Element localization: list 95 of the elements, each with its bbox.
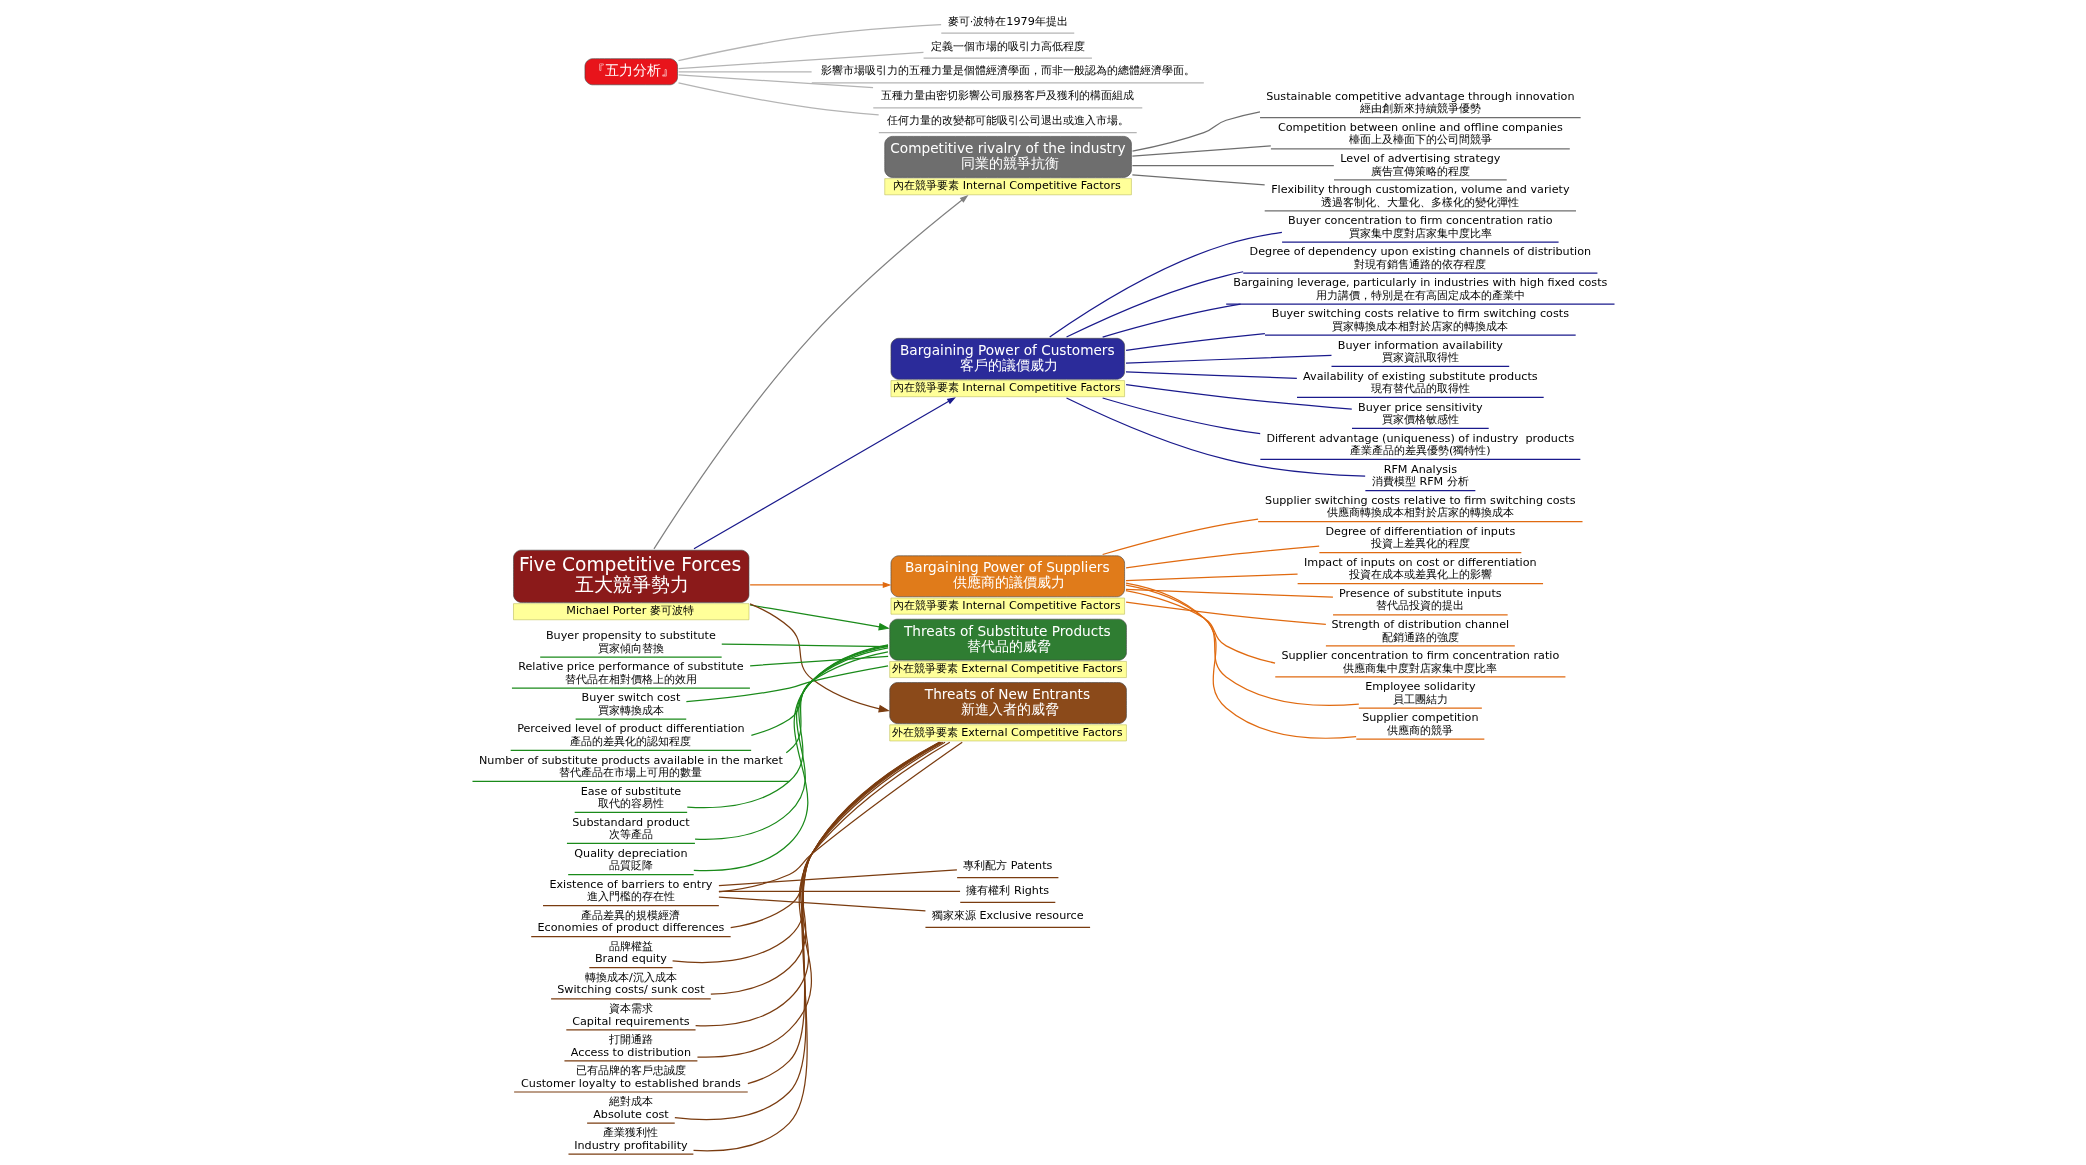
node-text: Competition between online and offline companies 檯面上及檯面下的公司間競爭 bbox=[1277, 121, 1563, 147]
node-text: Different advantage (uniqueness) of industry products 產業產品的差異優勢(獨特性) bbox=[1265, 431, 1574, 458]
connector bbox=[677, 51, 924, 70]
node-text: 定義一個市場的吸引力高低程度 bbox=[930, 39, 1085, 53]
connector bbox=[1124, 588, 1334, 598]
node-text: Sustainable competitive advantage through innovation 經由創新來持續競爭優勢 bbox=[1265, 89, 1575, 116]
node-text: 絕對成本 Absolute cost bbox=[592, 1095, 669, 1121]
connector bbox=[1124, 333, 1265, 351]
node-text: Buyer switching costs relative to firm switching costs 買家轉換成本相對於店家的轉換成本 bbox=[1271, 307, 1569, 333]
node-text: Supplier concentration to firm concentration ratio 供應商集中度對店家集中度比率 bbox=[1280, 649, 1559, 675]
node-text: Quality depreciation 品質貶降 bbox=[573, 846, 688, 873]
connector bbox=[685, 665, 889, 703]
connector bbox=[785, 647, 889, 754]
connector bbox=[1124, 545, 1320, 569]
arrow bbox=[652, 194, 968, 550]
node-text: Supplier switching costs relative to firm switching costs 供應商轉換成本相對於店家的轉換成本 bbox=[1264, 493, 1576, 520]
node-label: 內在競爭要素 Internal Competitive Factors bbox=[892, 598, 1120, 612]
node-label: Michael Porter 麥可波特 bbox=[565, 604, 694, 618]
arrow bbox=[748, 603, 890, 713]
connector bbox=[1131, 164, 1334, 167]
connector bbox=[1124, 354, 1332, 364]
node-text: Bargaining leverage, particularly in industries with high fixed costs 用力講價，特別是在有高固定成本的產業中 bbox=[1232, 276, 1607, 302]
arrow bbox=[748, 604, 890, 631]
connector bbox=[686, 645, 889, 809]
node-text: Substandard product 次等產品 bbox=[571, 815, 690, 842]
connector bbox=[1048, 231, 1283, 338]
node-text: 五種力量由密切影響公司服務客戶及獲利的構面組成 bbox=[880, 89, 1134, 103]
node-text: Presence of substitute inputs 替代品投資的提出 bbox=[1338, 587, 1502, 613]
node-text: Buyer price sensitivity 買家價格敏感性 bbox=[1357, 400, 1483, 427]
connector bbox=[717, 869, 957, 887]
connector bbox=[1124, 573, 1298, 582]
connector bbox=[677, 23, 942, 62]
node-text: Perceived level of product differentiation 產品的差異化的認知程度 bbox=[516, 722, 745, 748]
node-text: Strength of distribution channel 配銷通路的強度 bbox=[1331, 618, 1509, 644]
connector bbox=[671, 741, 946, 964]
connector bbox=[1131, 174, 1265, 186]
node-text: Availability of existing substitute products 現有替代品的取得性 bbox=[1302, 369, 1538, 395]
node-text: 擁有權利 Rights bbox=[965, 884, 1049, 898]
connector bbox=[717, 890, 961, 892]
node-text: 品牌權益 Brand equity bbox=[594, 939, 667, 966]
node-text: Buyer concentration to firm concentration ratio 買家集中度對店家集中度比率 bbox=[1287, 214, 1553, 240]
node-text: Buyer information availability 買家資訊取得性 bbox=[1337, 338, 1503, 364]
connector bbox=[1124, 384, 1352, 410]
node-text: 影響市場吸引力的五種力量是個體經濟學面，而非一般認為的總體經濟學面。 bbox=[820, 64, 1195, 78]
node-text: Ease of substitute 取代的容易性 bbox=[580, 784, 681, 811]
connector bbox=[729, 741, 950, 929]
connector bbox=[1101, 303, 1241, 338]
node-text: 獨家來源 Exclusive resource bbox=[931, 908, 1084, 922]
node-text: 已有品牌的客戶忠誠度 Customer loyalty to established brands bbox=[520, 1064, 741, 1090]
connector bbox=[677, 71, 812, 73]
node-text: 產業獲利性 Industry profitability bbox=[573, 1126, 688, 1152]
connector bbox=[750, 651, 889, 736]
connector bbox=[677, 82, 879, 116]
node-text: Number of substitute products available in the market 替代產品在市場上可用的數量 bbox=[478, 753, 783, 779]
connector bbox=[677, 74, 874, 89]
connector bbox=[1131, 145, 1271, 157]
node-label: 外在競爭要素 External Competitive Factors bbox=[891, 662, 1123, 676]
connector bbox=[1124, 371, 1297, 380]
node-text: 麥可·波特在1979年提出 bbox=[947, 14, 1068, 28]
connector bbox=[1101, 397, 1261, 435]
arrow bbox=[692, 397, 956, 550]
node-text: 資本需求 Capital requirements bbox=[571, 1002, 690, 1028]
connector bbox=[1065, 271, 1244, 338]
connector bbox=[1101, 518, 1259, 556]
node-text: Level of advertising strategy 廣告宣傳策略的程度 bbox=[1339, 152, 1500, 178]
node-text: 任何力量的改變都可能吸引公司退出或進入市場。 bbox=[886, 114, 1129, 128]
connector bbox=[1065, 397, 1366, 477]
connector bbox=[709, 741, 943, 995]
node-text: RFM Analysis 消費模型 RFM 分析 bbox=[1371, 462, 1469, 489]
node-label: 外在競爭要素 External Competitive Factors bbox=[891, 725, 1123, 739]
connector bbox=[1124, 582, 1357, 739]
connector bbox=[1124, 601, 1326, 625]
node-text: Buyer propensity to substitute 買家傾向替換 bbox=[545, 629, 716, 655]
node-text: 轉換成本/沉入成本 Switching costs/ sunk cost bbox=[556, 971, 705, 997]
connector bbox=[1124, 584, 1359, 706]
node-label: 內在競爭要素 Internal Competitive Factors bbox=[892, 381, 1120, 395]
connector bbox=[1124, 590, 1276, 664]
node-text: Existence of barriers to entry 進入門檻的存在性 bbox=[548, 877, 712, 904]
node-text: Relative price performance of substitute 替代品在相對價格上的效用 bbox=[517, 660, 744, 686]
connector bbox=[717, 741, 963, 893]
node-text: Employee solidarity 員工團結力 bbox=[1364, 680, 1476, 706]
node-label: 內在競爭要素 Internal Competitive Factors bbox=[892, 179, 1121, 193]
node-text: 產品差異的規模經濟 Economies of product differences bbox=[536, 908, 724, 935]
node-text: Flexibility through customization, volume and variety 透過客制化、大量化、多樣化的變化彈性 bbox=[1270, 183, 1569, 209]
node-text: Supplier competition 供應商的競爭 bbox=[1361, 711, 1478, 737]
connector bbox=[1131, 111, 1261, 152]
node-text: Degree of differentiation of inputs 投資上差異化的程度 bbox=[1324, 524, 1515, 551]
connector bbox=[749, 655, 889, 667]
node-text: Degree of dependency upon existing channels of distribution 對現有銷售通路的依存程度 bbox=[1249, 245, 1591, 271]
node-text: Buyer switch cost 買家轉換成本 bbox=[581, 691, 680, 717]
node-text: 專利配方 Patents bbox=[962, 859, 1052, 873]
arrow bbox=[749, 581, 891, 589]
node-text: 打開通路 Access to distribution bbox=[570, 1033, 691, 1059]
connector bbox=[717, 896, 926, 912]
node-text: Impact of inputs on cost or differentiation 投資在成本或差異化上的影響 bbox=[1303, 555, 1537, 582]
